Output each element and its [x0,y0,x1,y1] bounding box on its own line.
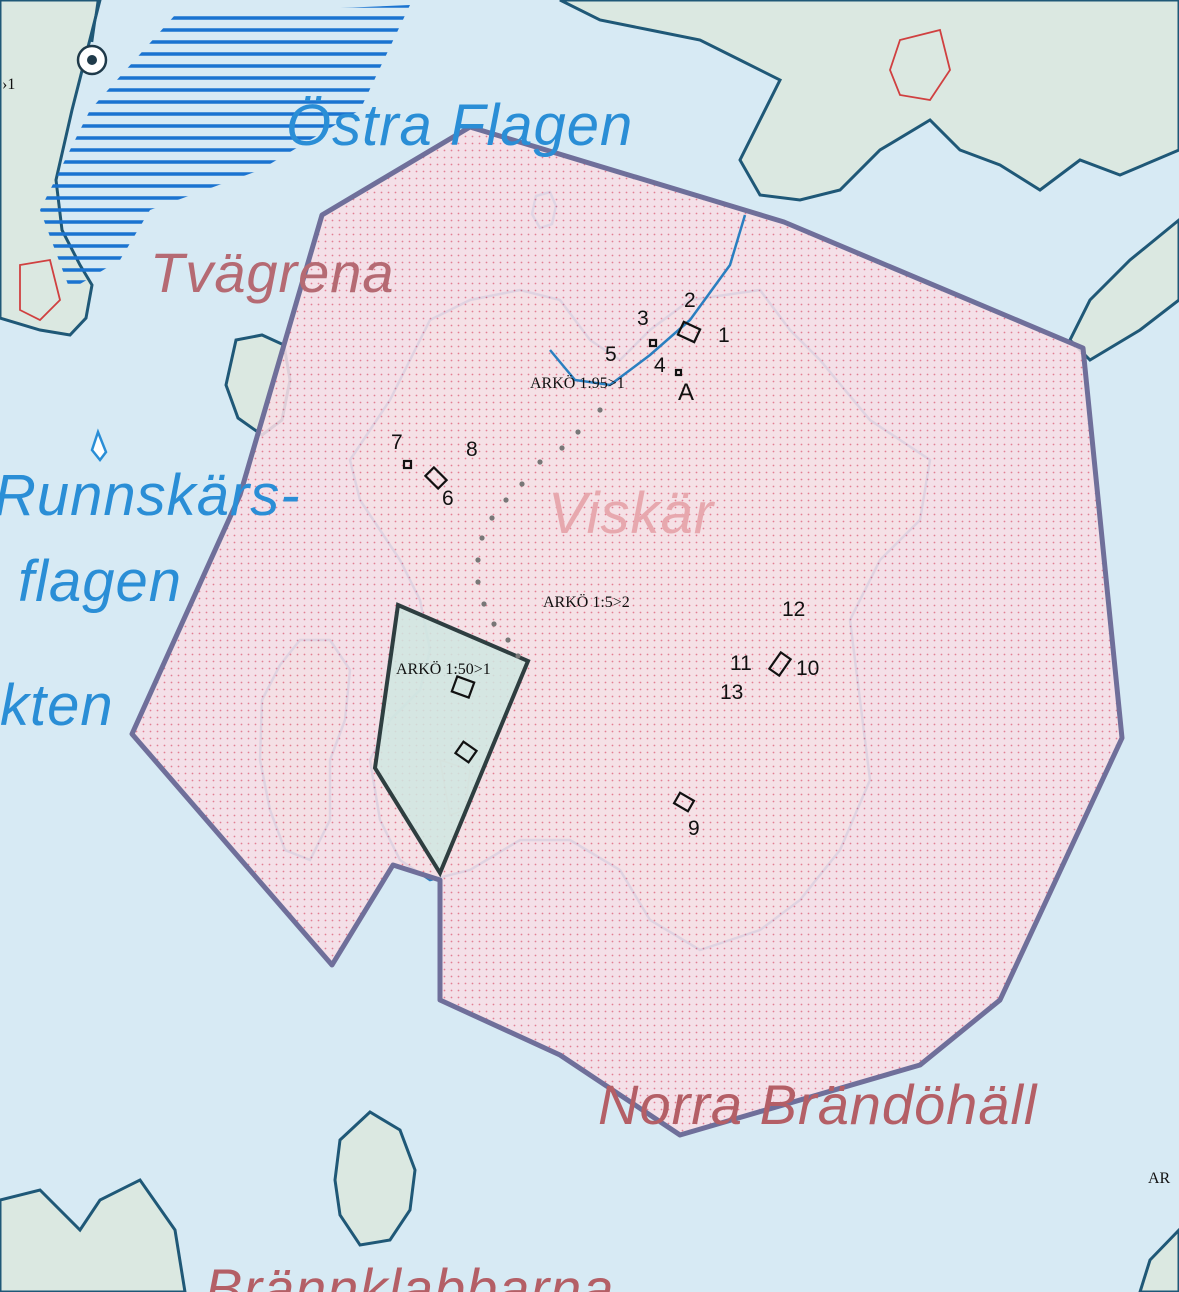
track-dot [481,601,487,607]
track-dot [489,515,495,521]
arko-label-1: ARKÖ 1:95>1 [530,375,625,392]
site-number-1[interactable]: 1 [718,324,730,347]
track-dot [505,637,511,643]
site-number-2[interactable]: 2 [684,289,696,312]
label-norra-brandohall: Norra Brändöhäll [598,1073,1038,1136]
site-number-11[interactable]: 11 [730,652,752,675]
label-edge-1: ›1 [2,76,16,93]
protected-zone [129,124,1125,1138]
track-dot [491,621,497,627]
lighthouse-icon [76,0,108,76]
site-marker-a[interactable]: A [678,379,695,406]
label-brannklabbarna: Brännklabbarna [205,1257,615,1292]
site-number-8[interactable]: 8 [466,438,478,461]
site-number-4[interactable]: 4 [654,354,666,377]
coast-inlet [549,214,747,387]
track-dot [575,429,581,435]
label-viskar: Viskär [548,481,715,546]
track-dot [519,481,525,487]
label-edge-ar: AR [1148,1170,1171,1187]
building-symbols [402,320,793,813]
site-number-7[interactable]: 7 [391,431,403,454]
site-number-10[interactable]: 10 [796,657,820,680]
label-runnskars: Runnskärs- [0,463,301,528]
label-kten: kten [0,673,114,738]
label-tvagrena: Tvägrena [150,241,395,304]
track-dot [597,407,603,413]
track-dot [537,459,543,465]
site-number-12[interactable]: 12 [782,598,806,621]
site-number-6[interactable]: 6 [442,487,454,510]
land-north [559,0,1179,202]
track-dot [515,653,521,659]
track-dot [475,579,481,585]
track-dot [559,445,565,451]
contour-red-ne [889,28,951,101]
track-dot [475,557,481,563]
inset-area [372,602,531,878]
label-flagen: flagen [18,549,183,614]
track-dot [479,535,485,541]
site-number-9[interactable]: 9 [688,817,700,840]
land-southeast [1138,1227,1179,1292]
site-number-5[interactable]: 5 [605,343,617,366]
track-dot [503,497,509,503]
label-ostra-flagen: Östra Flagen [286,93,634,158]
contour-red-nw [19,258,61,322]
site-number-3[interactable]: 3 [637,307,649,330]
site-number-13[interactable]: 13 [720,681,744,704]
hatched-area [40,5,410,290]
island-south [333,1110,417,1247]
arko-label-2: ARKÖ 1:5>2 [543,594,630,611]
arko-label-3: ARKÖ 1:50>1 [396,661,491,678]
dotted-track [475,407,603,659]
islet-west-small [90,428,108,463]
land-southwest [0,1178,187,1292]
